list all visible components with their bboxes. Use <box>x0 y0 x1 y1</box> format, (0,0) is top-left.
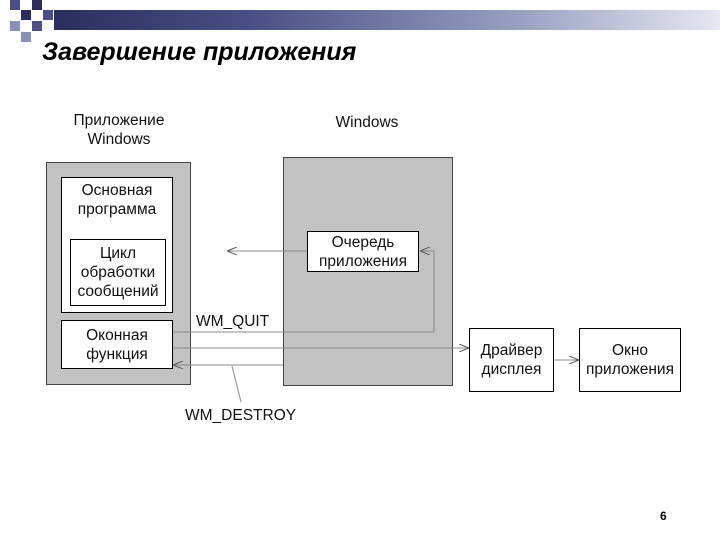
header-band <box>54 10 720 30</box>
deco-square <box>10 21 20 31</box>
wm-destroy-pointer <box>231 365 242 403</box>
loop-line3: сообщений <box>77 283 159 300</box>
window-func-line2: функция <box>86 345 148 363</box>
wm-quit-label: WM_QUIT <box>196 313 270 330</box>
windows-label: Windows <box>335 114 399 131</box>
window-function-box: Оконная функция <box>61 320 173 369</box>
display-driver-box: Драйвер дисплея <box>469 328 554 392</box>
slide-title: Завершение приложения <box>42 38 357 66</box>
driver-line2: дисплея <box>481 361 542 378</box>
deco-square <box>21 10 31 20</box>
wm-destroy-label: WM_DESTROY <box>185 407 297 424</box>
app-label: Приложение Windows <box>52 111 186 149</box>
queue-line2: приложения <box>319 252 407 270</box>
main-program-line2: программа <box>77 201 157 218</box>
window-func-line1: Оконная <box>86 326 148 344</box>
queue-box: Очередь приложения <box>307 231 419 272</box>
message-loop-box: Цикл обработки сообщений <box>70 239 166 306</box>
app-label-line2: Windows <box>87 131 151 148</box>
wm-quit-arrow <box>173 251 435 333</box>
loop-line2: обработки <box>80 264 156 281</box>
deco-square <box>32 21 42 31</box>
deco-square <box>43 10 53 20</box>
window-line2: приложения <box>586 361 674 378</box>
app-label-line1: Приложение <box>73 112 165 129</box>
deco-square <box>21 32 31 42</box>
page-number: 6 <box>660 509 667 523</box>
loop-line1: Цикл <box>99 245 137 262</box>
queue-line1: Очередь <box>331 233 395 251</box>
app-window-box: Окно приложения <box>579 328 681 392</box>
driver-line1: Драйвер <box>480 342 543 359</box>
deco-square <box>10 0 20 10</box>
window-line1: Окно <box>611 342 649 359</box>
deco-square <box>32 0 42 10</box>
main-program-line1: Основная <box>81 182 153 199</box>
